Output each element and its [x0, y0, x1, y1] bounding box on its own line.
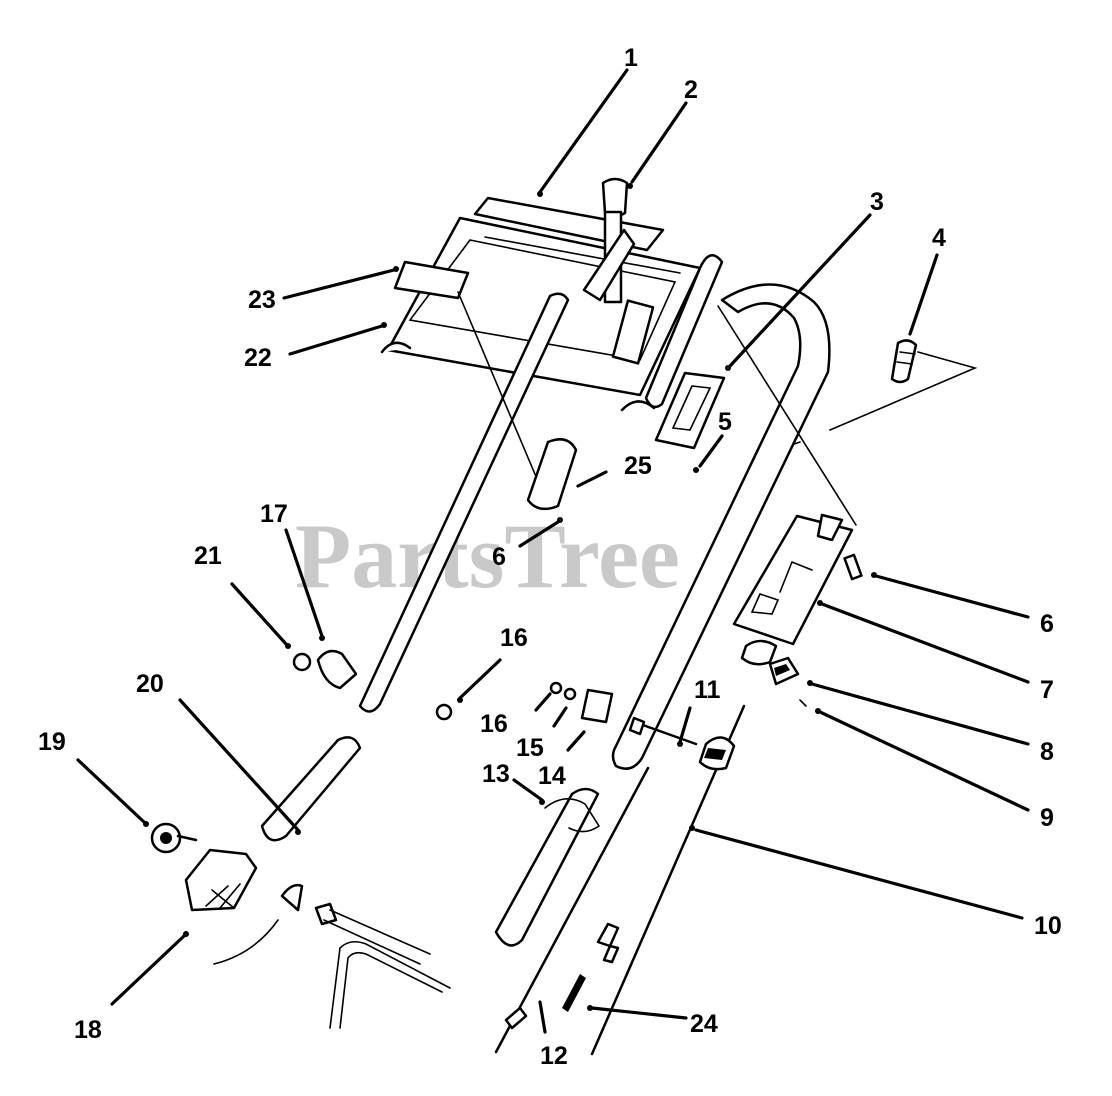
callout-15: 15	[516, 734, 544, 762]
callout-2: 2	[684, 76, 698, 104]
callout-labels: 1 2 3 4 5 6 6 6 7 8 9 10 11 12 13 14 15 …	[38, 44, 1062, 1070]
part-7-bracket	[732, 513, 863, 646]
callout-3: 3	[870, 188, 884, 216]
callout-19: 19	[38, 728, 66, 756]
callout-23: 23	[248, 286, 276, 314]
callout-1: 1	[624, 44, 638, 72]
part-10-cable	[590, 704, 746, 1056]
part-20-grip	[260, 736, 362, 842]
callout-9: 9	[1040, 804, 1054, 832]
part-12-cable	[494, 766, 650, 1054]
part-21-nut	[292, 652, 312, 672]
callout-17: 17	[260, 500, 288, 528]
callout-16a: 16	[500, 624, 528, 652]
part-19-knob	[150, 822, 198, 854]
callout-12: 12	[540, 1042, 568, 1070]
callout-16b: 16	[480, 710, 508, 738]
leader-lines	[76, 68, 1030, 1034]
callout-20: 20	[136, 670, 164, 698]
callout-24: 24	[690, 1010, 718, 1038]
part-2-shift-lever	[582, 177, 636, 304]
watermark: PartsTree	[295, 505, 680, 607]
part-15-washer	[563, 687, 577, 701]
callout-8: 8	[1040, 738, 1054, 766]
callout-11: 11	[694, 676, 721, 704]
part-9-pin	[799, 699, 807, 707]
callout-7: 7	[1040, 676, 1054, 704]
part-25-spacer	[526, 438, 578, 511]
part-18-bracket	[184, 848, 451, 1029]
callout-5: 5	[718, 408, 732, 436]
callout-22: 22	[244, 344, 272, 372]
part-13-grip	[494, 787, 601, 947]
callout-14: 14	[538, 762, 566, 790]
leader-dots	[143, 183, 877, 1011]
callout-25: 25	[624, 452, 652, 480]
part-16-nut	[435, 681, 563, 721]
upper-handle	[358, 283, 857, 770]
callout-4: 4	[932, 224, 946, 252]
callout-18: 18	[74, 1016, 102, 1044]
callout-6b: 6	[1040, 610, 1054, 638]
part-8-clip	[768, 656, 800, 686]
callout-13: 13	[482, 760, 510, 788]
part-23-decal	[393, 260, 470, 300]
part-4-knob	[890, 339, 918, 384]
callout-10: 10	[1034, 912, 1062, 940]
part-17-clamp	[316, 649, 358, 690]
part-14-block	[580, 688, 614, 724]
part-24-spring	[562, 974, 586, 1012]
callout-21: 21	[194, 542, 222, 570]
part-11-bolt	[628, 716, 698, 746]
part-3-plate	[654, 371, 726, 450]
callout-6a: 6	[492, 543, 506, 571]
